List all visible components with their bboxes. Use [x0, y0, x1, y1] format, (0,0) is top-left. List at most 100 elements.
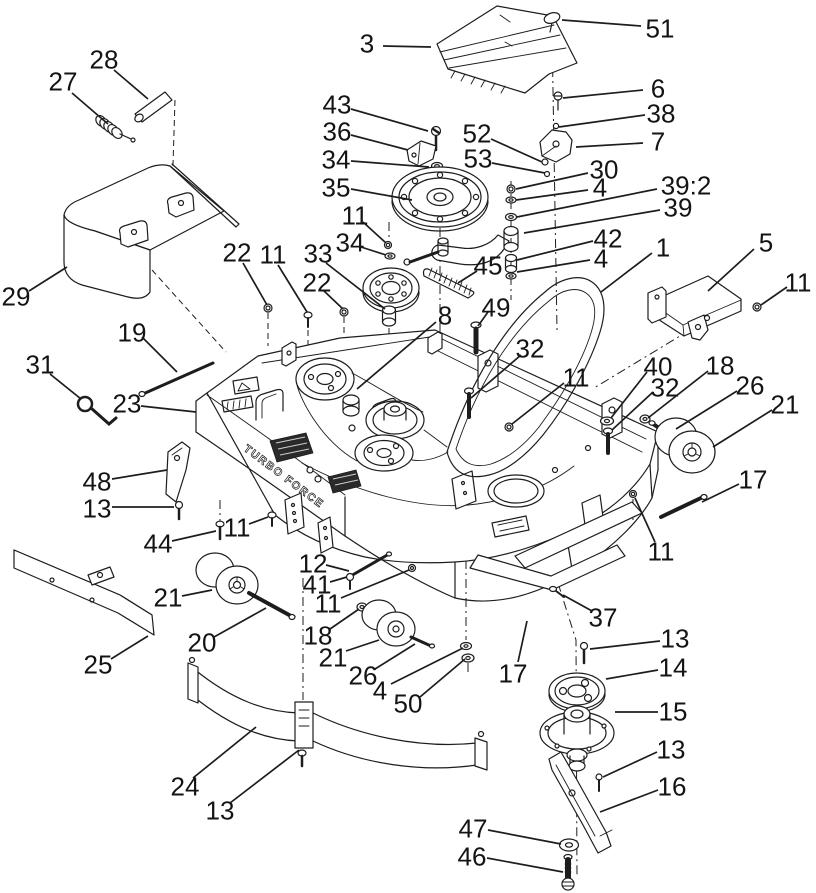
callout-leader: [600, 252, 653, 293]
callout-leader: [515, 189, 589, 201]
callout-label: 32: [516, 333, 545, 363]
callout-label: 46: [458, 841, 487, 871]
callout-label: 40: [644, 351, 673, 381]
callout-label: 35: [322, 172, 351, 202]
callout-label: 52: [463, 118, 492, 148]
callout-leader: [141, 336, 178, 373]
callout-leader: [647, 370, 709, 419]
callout-label: 7: [651, 126, 665, 156]
callout-label: 4: [373, 675, 387, 705]
callout-label: 5: [759, 227, 773, 257]
callout-leader: [516, 188, 658, 218]
callout-leader: [242, 262, 268, 306]
callout-leader: [329, 576, 348, 583]
callout-leader: [634, 497, 656, 543]
callout-leader: [111, 469, 168, 480]
callout-leader: [419, 658, 466, 698]
callout-label: 48: [83, 466, 112, 496]
callout-leader: [712, 409, 773, 448]
callout-leader: [515, 172, 589, 190]
callout-leader: [28, 266, 68, 292]
callout-leader: [558, 114, 646, 128]
callout-label: 26: [736, 370, 765, 400]
callout-leader: [599, 789, 659, 813]
callout-label: 45: [474, 250, 503, 280]
callout-label: 21: [154, 582, 183, 612]
callout-leader: [71, 92, 109, 125]
callout-label: 11: [342, 200, 369, 230]
callout-label: 14: [659, 652, 688, 682]
callout-label: 11: [315, 588, 342, 618]
callout-leader: [523, 209, 661, 234]
idler-arm-assembly: [403, 184, 519, 280]
callout-leader: [457, 270, 478, 284]
callout-leader: [611, 391, 654, 431]
roller-center: [356, 599, 475, 663]
callout-leader: [470, 354, 522, 399]
skid-25: [13, 549, 155, 636]
callout-leader: [517, 620, 528, 663]
callout-label: 47: [459, 813, 488, 843]
callout-label: 13: [83, 493, 112, 523]
callout-label: 4: [594, 243, 608, 273]
callout-label: 23: [113, 388, 142, 418]
callout-leader: [490, 138, 543, 163]
callout-label: 26: [349, 660, 378, 690]
callout-leader: [562, 594, 593, 612]
callout-leader: [325, 262, 386, 310]
callout-leader: [49, 373, 82, 400]
callout-leader: [248, 516, 269, 525]
callout-label: 39: [664, 192, 693, 222]
pin-28: [134, 91, 173, 123]
callout-leader: [345, 639, 380, 652]
callout-label: 18: [304, 620, 333, 650]
front-baffle-plates: [284, 470, 643, 591]
baffle-24: [187, 656, 488, 771]
callout-label: 22: [223, 237, 252, 267]
drive-belt-1: [446, 277, 605, 478]
callout-leader: [213, 607, 267, 638]
callout-label: 44: [144, 528, 173, 558]
callout-leader: [356, 321, 437, 390]
callout-leader: [491, 162, 546, 174]
callout-leader: [360, 246, 387, 256]
callout-leader: [277, 264, 308, 313]
callout-leader: [486, 857, 564, 873]
callout-label: 18: [706, 350, 735, 380]
deck-pulleys: [295, 357, 449, 472]
callout-label: 43: [323, 89, 352, 119]
discharge-deflector: [436, 5, 578, 94]
callout-label: 41: [303, 569, 332, 599]
callout-label: 8: [438, 300, 452, 330]
callout-label: 3: [360, 28, 374, 58]
callout-label: 11: [648, 536, 675, 566]
callout-label: 29: [2, 281, 31, 311]
callout-leader: [382, 45, 432, 48]
callout-leader: [589, 640, 661, 650]
callout-label: 13: [657, 734, 686, 764]
callout-leader: [140, 405, 197, 413]
discharge-opening: [487, 474, 545, 508]
callout-label: 31: [26, 349, 55, 379]
callout-label: 13: [661, 623, 690, 653]
callout-leader: [605, 669, 659, 680]
column-bolts: [463, 321, 638, 499]
callout-label: 34: [322, 144, 351, 174]
spindle-assembly: [539, 641, 615, 891]
callout-label: 11: [563, 362, 590, 392]
left-hardware: [165, 441, 277, 541]
callout-leader: [325, 564, 350, 572]
callout-leader: [181, 589, 213, 597]
callout-leader: [390, 647, 464, 685]
callout-leader: [350, 188, 413, 201]
callout-label: 6: [651, 73, 665, 103]
callout-label: 20: [188, 627, 217, 657]
front-hardware: [345, 551, 565, 598]
hanger-bracket-hardware: [539, 91, 573, 178]
deflector-latch: [543, 12, 561, 33]
callout-leader: [350, 134, 409, 151]
callout-label: 17: [739, 464, 768, 494]
callout-label: 21: [319, 642, 348, 672]
